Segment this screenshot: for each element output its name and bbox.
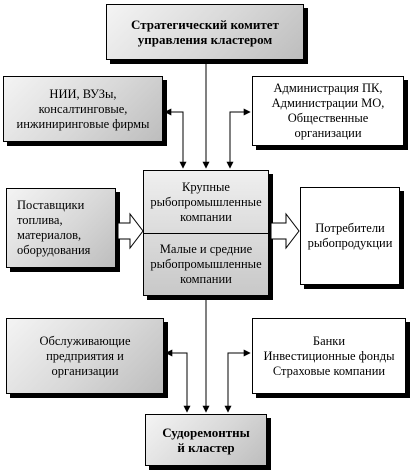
large-fishery-companies-label: Крупные рыбопромышленные компании — [150, 179, 262, 224]
research-institutions-label: НИИ, ВУЗы, консалтинговые, инжиниринговы… — [16, 86, 150, 131]
arrow-administration-center — [226, 108, 251, 169]
suppliers-box: Поставщики топлива, материалов, оборудов… — [6, 188, 116, 268]
strategic-committee-box: Стратегический комитет управления класте… — [106, 4, 304, 60]
consumers-box: Потребители рыбопродукции — [300, 187, 400, 285]
fishery-companies-box: Крупные рыбопромышленные компании Малые … — [143, 170, 269, 296]
consumers-label: Потребители рыбопродукции — [307, 221, 393, 250]
large-fishery-companies-cell: Крупные рыбопромышленные компании — [144, 171, 268, 234]
ship-repair-cluster-box: Судоремонтны й кластер — [145, 414, 267, 466]
block-arrow-suppliers-to-center — [117, 212, 144, 250]
arrow-research-center — [164, 108, 187, 169]
arrow-finance-shiprepair — [224, 349, 251, 413]
finance-box: Банки Инвестиционные фонды Страховые ком… — [252, 318, 406, 394]
arrow-service-shiprepair — [165, 349, 191, 413]
ship-repair-cluster-label: Судоремонтны й кластер — [162, 425, 250, 455]
strategic-committee-label: Стратегический комитет управления класте… — [131, 17, 279, 47]
block-arrow-center-to-consumers — [270, 212, 300, 250]
service-enterprises-label: Обслуживающие предприятия и организации — [39, 333, 131, 378]
finance-label: Банки Инвестиционные фонды Страховые ком… — [263, 333, 395, 378]
small-fishery-companies-cell: Малые и средние рыбопромышленные компани… — [144, 234, 268, 295]
suppliers-label: Поставщики топлива, материалов, оборудов… — [17, 198, 91, 257]
small-fishery-companies-label: Малые и средние рыбопромышленные компани… — [150, 242, 262, 286]
research-institutions-box: НИИ, ВУЗы, консалтинговые, инжиниринговы… — [3, 76, 163, 142]
administration-label: Администрация ПК, Администрации МО, Обще… — [271, 81, 385, 140]
service-enterprises-box: Обслуживающие предприятия и организации — [6, 318, 164, 394]
administration-box: Администрация ПК, Администрации МО, Обще… — [252, 76, 404, 146]
